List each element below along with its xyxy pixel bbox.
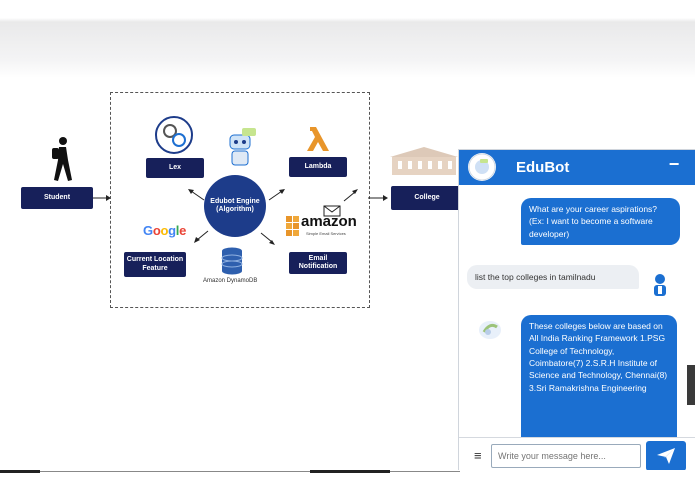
menu-icon[interactable]: ≡ bbox=[474, 448, 482, 463]
amazon-ses-label: Simple Email Services bbox=[306, 231, 346, 236]
envelope-icon bbox=[323, 205, 341, 217]
user-message: list the top colleges in tamilnadu bbox=[467, 265, 639, 289]
chat-messages: What are your career aspirations? (Ex: I… bbox=[459, 185, 695, 437]
robot-icon bbox=[229, 128, 256, 166]
arrow-engine-lex bbox=[188, 189, 205, 201]
email-node: Email Notification bbox=[289, 252, 347, 274]
bottom-bar-segment bbox=[310, 470, 390, 473]
chat-header: EduBot − bbox=[459, 150, 695, 185]
arrow-box-college bbox=[368, 195, 388, 201]
bot-message: These colleges below are based on All In… bbox=[521, 315, 677, 437]
bottom-strip bbox=[0, 470, 695, 494]
chat-scrollbar[interactable] bbox=[687, 365, 695, 405]
amazon-logo: amazon bbox=[301, 213, 357, 230]
minimize-button[interactable]: − bbox=[668, 154, 680, 174]
chat-input-bar: ≡ bbox=[459, 437, 695, 474]
edubot-engine-node: Edubot Engine (Algorithm) bbox=[204, 175, 266, 237]
college-node: College bbox=[391, 186, 463, 210]
edubot-chat-window: EduBot − What are your career aspiration… bbox=[458, 149, 695, 474]
bot-message: What are your career aspirations? (Ex: I… bbox=[521, 198, 680, 245]
walking-person-icon bbox=[52, 137, 72, 181]
send-icon bbox=[657, 448, 675, 464]
send-button[interactable] bbox=[646, 441, 686, 471]
lex-node: Lex bbox=[146, 158, 204, 178]
aws-boxes-icon bbox=[286, 216, 299, 236]
edubot-avatar-icon bbox=[468, 153, 496, 181]
college-building-icon bbox=[390, 147, 458, 175]
bot-avatar-icon bbox=[479, 321, 501, 339]
top-banner bbox=[0, 0, 695, 78]
lex-icon bbox=[155, 116, 193, 154]
dynamodb-icon bbox=[221, 247, 243, 275]
lambda-icon bbox=[307, 127, 329, 151]
bottom-bar-segment bbox=[0, 470, 40, 473]
arrow-engine-college bbox=[343, 189, 358, 202]
message-input[interactable] bbox=[491, 444, 641, 468]
dynamodb-label: Amazon DynamoDB bbox=[203, 278, 258, 284]
arrow-engine-email bbox=[260, 232, 275, 245]
arrow-student-engine bbox=[93, 195, 111, 201]
student-node: Student bbox=[21, 187, 93, 209]
arrow-engine-lambda bbox=[268, 189, 285, 201]
arrow-engine-location bbox=[194, 230, 209, 243]
user-avatar-icon bbox=[654, 274, 666, 296]
chat-title: EduBot bbox=[516, 159, 570, 176]
bottom-bar-line bbox=[40, 471, 460, 472]
location-node: Current Location Feature bbox=[124, 252, 186, 277]
google-logo: Google bbox=[143, 223, 187, 238]
lambda-node: Lambda bbox=[289, 157, 347, 177]
